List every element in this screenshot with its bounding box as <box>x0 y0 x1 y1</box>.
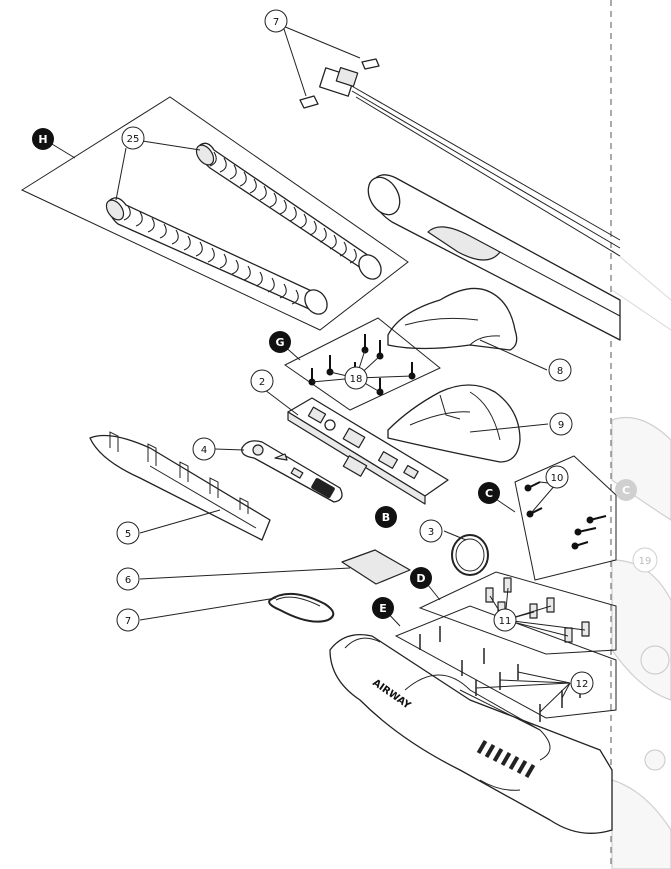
wand-tube <box>367 174 621 341</box>
svg-text:5: 5 <box>125 529 131 540</box>
group-h-box <box>20 96 409 331</box>
connector-wire-assembly <box>299 58 621 257</box>
svg-text:C: C <box>485 487 493 500</box>
screws-10 <box>524 481 607 550</box>
svg-text:12: 12 <box>576 679 589 690</box>
handle-assembly: AIRWAY <box>329 633 613 834</box>
group-badge-g: G <box>269 331 291 353</box>
vent-slots <box>476 739 536 779</box>
clip-left <box>299 95 319 109</box>
callout-9: 9 <box>549 412 573 436</box>
svg-text:8: 8 <box>557 366 563 377</box>
svg-text:18: 18 <box>350 374 363 385</box>
svg-text:D: D <box>416 572 425 585</box>
clip-right <box>361 58 380 70</box>
callout-18: 18 <box>344 366 368 390</box>
svg-text:10: 10 <box>551 473 564 484</box>
svg-text:7: 7 <box>125 616 131 627</box>
group-badge-b: B <box>375 506 397 528</box>
part-7-band <box>268 593 335 623</box>
group-badge-c-faded: C <box>615 479 637 501</box>
callout-3: 3 <box>419 519 443 543</box>
callout-5: 5 <box>116 521 140 545</box>
group-g-box <box>284 317 441 411</box>
svg-text:2: 2 <box>259 377 265 388</box>
part-2-control-board <box>287 397 449 505</box>
callout-10: 10 <box>545 465 569 489</box>
callout-6: 6 <box>116 567 140 591</box>
svg-text:11: 11 <box>499 616 512 627</box>
callout-7-top: 7 <box>264 9 288 33</box>
part-9-cover <box>387 384 521 463</box>
svg-text:6: 6 <box>125 575 131 586</box>
group-badge-d: D <box>410 567 432 589</box>
group-badge-h: H <box>32 128 54 150</box>
part-3-o-ring <box>451 534 489 576</box>
part-5-chassis <box>89 431 271 541</box>
svg-text:19: 19 <box>639 556 652 567</box>
group-badge-e: E <box>372 597 394 619</box>
callout-4: 4 <box>192 437 216 461</box>
callout-11: 11 <box>493 608 517 632</box>
callout-25: 25 <box>121 126 145 150</box>
part-3-o-ring-inner <box>455 538 485 572</box>
svg-text:25: 25 <box>127 134 140 145</box>
group-e-box <box>394 605 617 719</box>
callout-8: 8 <box>548 358 572 382</box>
svg-text:3: 3 <box>428 527 434 538</box>
callout-2: 2 <box>250 369 274 393</box>
callout-19-faded: 19 <box>632 547 658 573</box>
callout-12: 12 <box>570 671 594 695</box>
group-c-box <box>514 455 617 581</box>
svg-text:9: 9 <box>558 420 564 431</box>
svg-text:C: C <box>622 484 630 497</box>
faded-continuation-parts <box>611 249 671 869</box>
hose-upper <box>195 142 382 280</box>
svg-text:7: 7 <box>273 17 279 28</box>
svg-text:4: 4 <box>201 445 207 456</box>
part-8-cover <box>387 287 518 351</box>
svg-text:G: G <box>275 336 284 349</box>
svg-text:H: H <box>38 133 47 146</box>
group-d-box <box>418 571 617 655</box>
svg-text:E: E <box>379 602 387 615</box>
hose-lower <box>105 197 328 315</box>
part-6-pad <box>341 549 411 585</box>
svg-text:B: B <box>382 511 390 524</box>
group-badge-c: C <box>478 482 500 504</box>
callout-7-bottom: 7 <box>116 608 140 632</box>
part-4-label-plate <box>241 440 343 503</box>
